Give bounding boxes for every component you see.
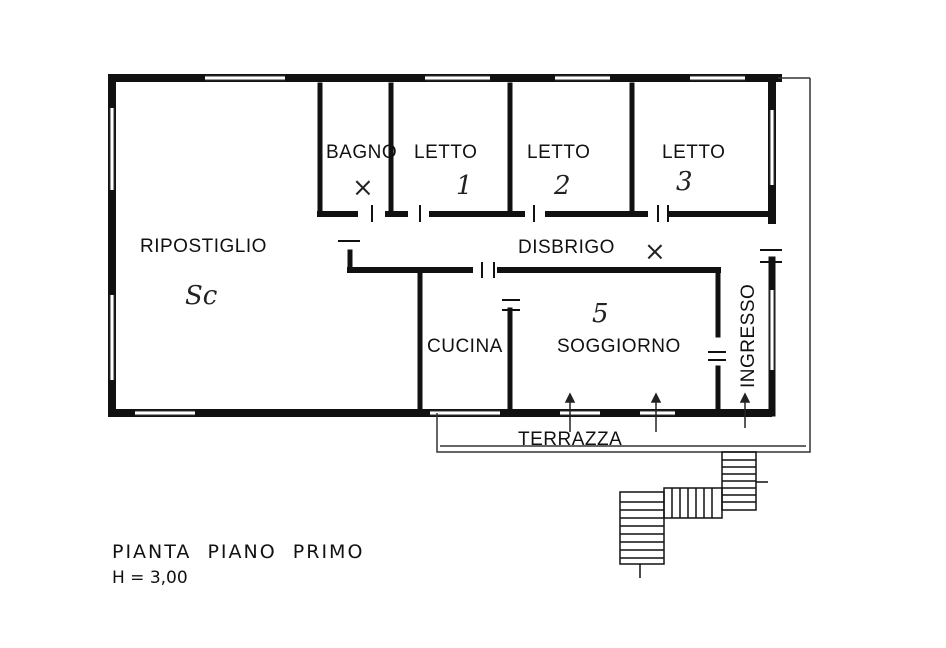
plan-title: PIANTA PIANO PRIMO xyxy=(112,541,364,563)
interior-walls xyxy=(317,82,775,416)
room-label-ripostiglio: RIPOSTIGLIO xyxy=(140,236,267,257)
windows xyxy=(110,76,774,415)
room-label-bagno: BAGNO xyxy=(326,142,397,163)
handwritten-letto-1-number: 1 xyxy=(456,171,473,201)
handwritten-ripostiglio-note: Sc xyxy=(185,281,218,311)
handwritten-soggiorno-number: 5 xyxy=(592,299,609,329)
plan-height-note: H = 3,00 xyxy=(112,568,188,588)
room-label-terrazza: TERRAZZA xyxy=(518,429,622,450)
window-lines xyxy=(109,75,775,416)
arrows xyxy=(564,392,751,432)
room-label-soggiorno: SOGGIORNO xyxy=(557,336,681,357)
room-label-letto-3: LETTO xyxy=(662,142,725,163)
room-label-disbrigo: DISBRIGO xyxy=(518,237,615,258)
room-label-cucina: CUCINA xyxy=(427,336,503,357)
staircase xyxy=(619,451,768,578)
handwritten-letto-2-number: 2 xyxy=(553,171,571,201)
handwritten-bagno-mark: × xyxy=(352,173,374,203)
room-label-letto-1: LETTO xyxy=(414,142,477,163)
room-label-ingresso: INGRESSO xyxy=(738,284,759,388)
door-marks xyxy=(338,205,782,361)
handwritten-disbrigo-mark: × xyxy=(644,237,666,267)
handwritten-letto-3-number: 3 xyxy=(676,167,693,197)
room-label-letto-2: LETTO xyxy=(527,142,590,163)
terrace-outline xyxy=(436,77,811,453)
